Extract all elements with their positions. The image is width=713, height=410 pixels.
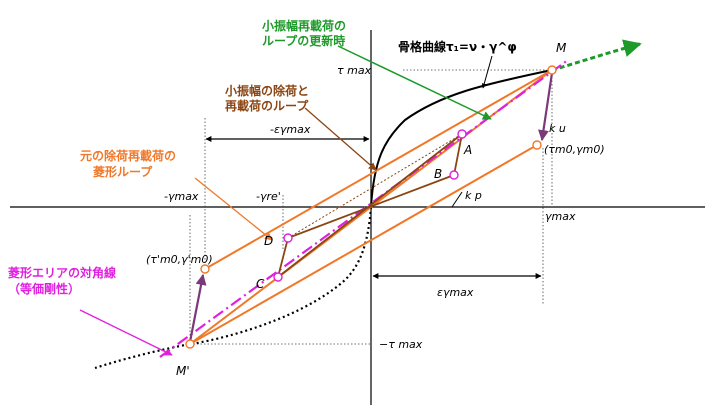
label-neg-gamma-max: -γmax bbox=[164, 190, 199, 203]
skeleton-curve-negative bbox=[94, 206, 373, 370]
small-loop bbox=[277, 133, 463, 278]
label-pos-eps-gamma: εγmax bbox=[437, 286, 474, 299]
point-label-m: M bbox=[556, 41, 567, 55]
point-label-a: A bbox=[463, 143, 472, 157]
label-k-u: k u bbox=[549, 122, 566, 135]
mprime-arrow bbox=[188, 273, 207, 343]
annotation-skeleton: 骨格曲線τ₁=ν・γ^φ bbox=[398, 39, 517, 54]
point-label-d: D bbox=[264, 234, 273, 248]
label-neg-tau-max: −τ max bbox=[379, 338, 423, 351]
point-label-c: C bbox=[256, 277, 265, 291]
annotation-small-reload-1: 小振幅再載荷の bbox=[262, 18, 346, 33]
skeleton-extension bbox=[551, 39, 642, 72]
guide-lines bbox=[189, 69, 553, 345]
callout-arrow-green bbox=[337, 45, 492, 120]
callout-arrow-skeleton bbox=[481, 55, 493, 89]
annotation-small-unload-1: 小振幅の除荷と bbox=[225, 83, 309, 98]
point-label-m-prime: M' bbox=[176, 364, 190, 378]
annotation-small-reload-2: ループの更新時 bbox=[262, 33, 345, 48]
annotation-orig-loop-2: 菱形ループ bbox=[93, 164, 153, 179]
annotation-diag-2: （等価剛性） bbox=[8, 281, 80, 296]
point-markers bbox=[185, 65, 557, 349]
label-neg-eps-gamma: -εγmax bbox=[270, 123, 311, 136]
label-pt-m0: (τm0,γm0) bbox=[544, 143, 605, 156]
annotation-orig-loop-1: 元の除荷再載荷の bbox=[80, 148, 176, 163]
point-label-b: B bbox=[434, 167, 442, 181]
callout-arrow-orange bbox=[194, 177, 273, 241]
label-k-p: k p bbox=[465, 189, 482, 202]
label-tau-max: τ max bbox=[337, 64, 372, 77]
annotation-diag-1: 菱形エリアの対角線 bbox=[8, 265, 116, 280]
label-gamma-max: γmax bbox=[545, 210, 576, 223]
skeleton-curve bbox=[370, 69, 553, 208]
callout-arrow-brown bbox=[304, 107, 377, 171]
callout-arrow-magenta bbox=[79, 309, 173, 356]
label-pt-m0-prime: (τ'm0,γ'm0) bbox=[146, 253, 213, 266]
k-u-arrow bbox=[538, 72, 554, 142]
annotation-small-unload-2: 再載荷のループ bbox=[225, 98, 309, 113]
small-loop-inner bbox=[287, 133, 463, 239]
k-p-arc bbox=[451, 191, 463, 208]
label-gamma-re: -γre' bbox=[256, 190, 281, 203]
